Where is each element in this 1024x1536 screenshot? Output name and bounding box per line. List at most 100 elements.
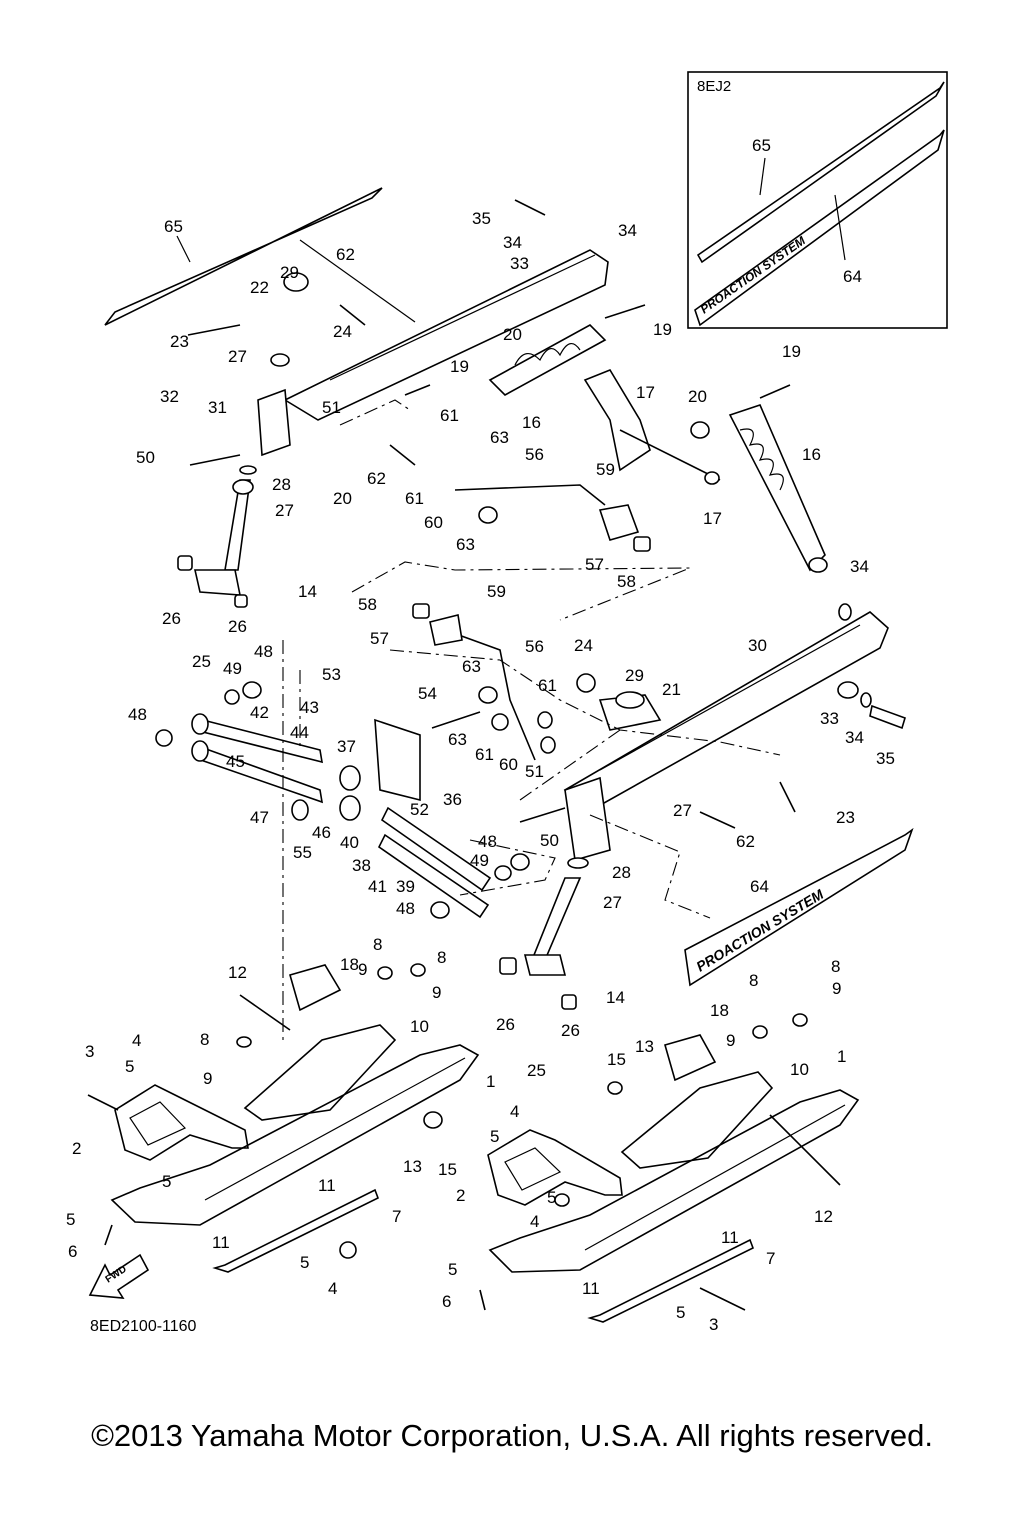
- callout: 24: [574, 636, 593, 655]
- callout: 55: [293, 843, 312, 862]
- shock-absorber-upper: [488, 324, 607, 396]
- callout: 63: [490, 428, 509, 447]
- callout: 35: [876, 749, 895, 768]
- callout: 59: [596, 460, 615, 479]
- callout: 60: [499, 755, 518, 774]
- callout: 1: [486, 1072, 495, 1091]
- callout: 7: [766, 1249, 775, 1268]
- fwd-label: FWD: [104, 1264, 129, 1286]
- emblem-64: [684, 827, 914, 987]
- callout: 57: [585, 555, 604, 574]
- callout: 46: [312, 823, 331, 842]
- callout: 65: [164, 217, 183, 236]
- callout: 1: [837, 1047, 846, 1066]
- callout: 33: [510, 254, 529, 273]
- callout: 12: [228, 963, 247, 982]
- callout: 63: [456, 535, 475, 554]
- callout: 64: [843, 267, 862, 286]
- callout: 16: [802, 445, 821, 464]
- callout: 39: [396, 877, 415, 896]
- callout: 4: [530, 1212, 539, 1231]
- callout: 26: [496, 1015, 515, 1034]
- callout: 13: [403, 1157, 422, 1176]
- callout: 36: [443, 790, 462, 809]
- callout: 29: [625, 666, 644, 685]
- frame-bracket: [374, 718, 421, 802]
- callout: 5: [162, 1172, 171, 1191]
- copyright-notice: ©2013 Yamaha Motor Corporation, U.S.A. A…: [91, 1418, 933, 1453]
- callout: 23: [836, 808, 855, 827]
- callout: 51: [525, 762, 544, 781]
- callout: 9: [203, 1069, 212, 1088]
- callout: 16: [522, 413, 541, 432]
- callout: 61: [538, 676, 557, 695]
- callout: 11: [212, 1233, 230, 1252]
- callout: 31: [208, 398, 227, 417]
- callout: 56: [525, 637, 544, 656]
- callout: 54: [418, 684, 437, 703]
- callout: 3: [85, 1042, 94, 1061]
- callout: 45: [226, 752, 245, 771]
- callout: 6: [442, 1292, 451, 1311]
- callout: 49: [223, 659, 242, 678]
- callout: 61: [405, 489, 424, 508]
- callout: 8: [749, 971, 758, 990]
- callout: 26: [561, 1021, 580, 1040]
- callout: 37: [337, 737, 356, 756]
- callout: 27: [673, 801, 692, 820]
- inset-label: 8EJ2: [697, 78, 732, 95]
- callout: 24: [333, 322, 352, 341]
- callout: 2: [456, 1186, 465, 1205]
- callout: 9: [726, 1031, 735, 1050]
- shock-absorber-right: [728, 404, 826, 572]
- callout: 20: [333, 489, 352, 508]
- callout: 27: [275, 501, 294, 520]
- callout: 8: [200, 1030, 209, 1049]
- callout: 35: [472, 209, 491, 228]
- callout: 5: [490, 1127, 499, 1146]
- callout: 13: [635, 1037, 654, 1056]
- callout: 33: [820, 709, 839, 728]
- callout: 8: [373, 935, 382, 954]
- callout: 48: [128, 705, 147, 724]
- inset-emblem-text: PROACTION SYSTEM: [698, 233, 809, 317]
- arm-36: [380, 806, 492, 892]
- callout: 21: [662, 680, 681, 699]
- callout: 9: [832, 979, 841, 998]
- callout: 29: [280, 263, 299, 282]
- callout: 38: [352, 856, 371, 875]
- callout: 58: [617, 572, 636, 591]
- callout: 25: [527, 1061, 546, 1080]
- callout: 26: [228, 617, 247, 636]
- callout: 2: [72, 1139, 81, 1158]
- callout: 63: [462, 657, 481, 676]
- callout: 48: [478, 832, 497, 851]
- callout: 62: [336, 245, 355, 264]
- inset-plate-65: [696, 81, 945, 264]
- callout: 4: [510, 1102, 519, 1121]
- callout: 51: [322, 398, 341, 417]
- diagram-code: 8ED2100-1160: [90, 1318, 197, 1335]
- callout: 7: [392, 1207, 401, 1226]
- callout: 57: [370, 629, 389, 648]
- callout: 25: [192, 652, 211, 671]
- upper-arm: [283, 249, 609, 421]
- wear-bar-right: [587, 1238, 755, 1323]
- callout: 63: [448, 730, 467, 749]
- callout: 50: [540, 831, 559, 850]
- callout: 62: [367, 469, 386, 488]
- callout: 18: [340, 955, 359, 974]
- callout: 5: [676, 1303, 685, 1322]
- callout: 22: [250, 278, 269, 297]
- callout: 32: [160, 387, 179, 406]
- callout: 65: [752, 136, 771, 155]
- callout: 12: [814, 1207, 833, 1226]
- arm-39: [377, 833, 490, 919]
- plate-65: [104, 187, 383, 326]
- callout: 5: [66, 1210, 75, 1229]
- callout: 34: [845, 728, 864, 747]
- callout: 58: [358, 595, 377, 614]
- callout: 19: [653, 320, 672, 339]
- ski-saddle-left: [243, 1024, 397, 1121]
